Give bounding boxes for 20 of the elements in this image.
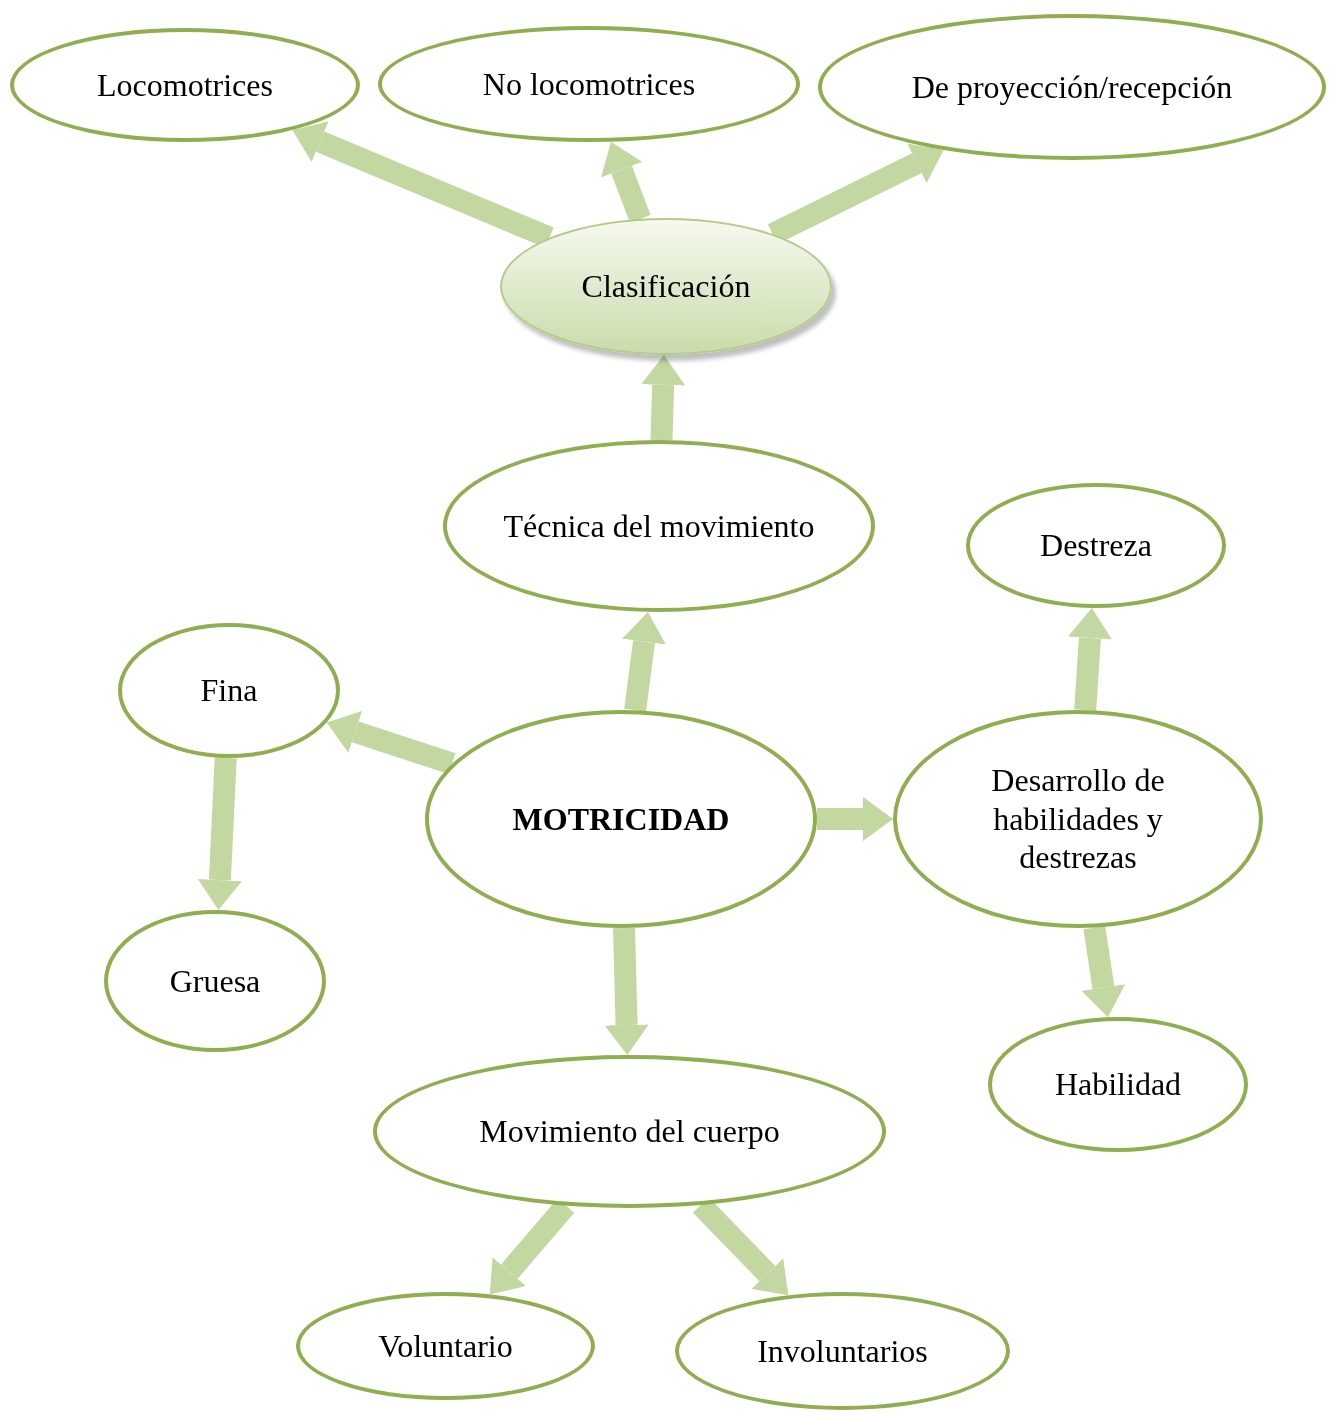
node-label: Clasificación [581,267,751,306]
block-arrow [817,797,893,841]
block-arrow [197,757,242,911]
node-label: Voluntario [378,1326,513,1366]
node-label: Desarrollo de habilidades y destrezas [990,761,1166,877]
block-arrow [604,927,649,1055]
node-label: Involuntarios [757,1331,928,1371]
node-label: Fina [200,671,258,710]
node-label: Movimiento del cuerpo [479,1112,780,1151]
node-label: Técnica del movimiento [503,506,815,546]
node-label: Locomotrices [97,65,273,105]
block-arrow [641,355,686,441]
node-label: Habilidad [1054,1065,1182,1104]
node-label: No locomotrices [482,64,696,104]
block-arrow [1067,607,1112,711]
node-label: Destreza [1040,526,1152,565]
node-label: MOTRICIDAD [512,799,730,839]
node-label: De proyección/recepción [911,67,1233,107]
node-label: Gruesa [169,961,261,1001]
block-arrow [622,611,666,712]
